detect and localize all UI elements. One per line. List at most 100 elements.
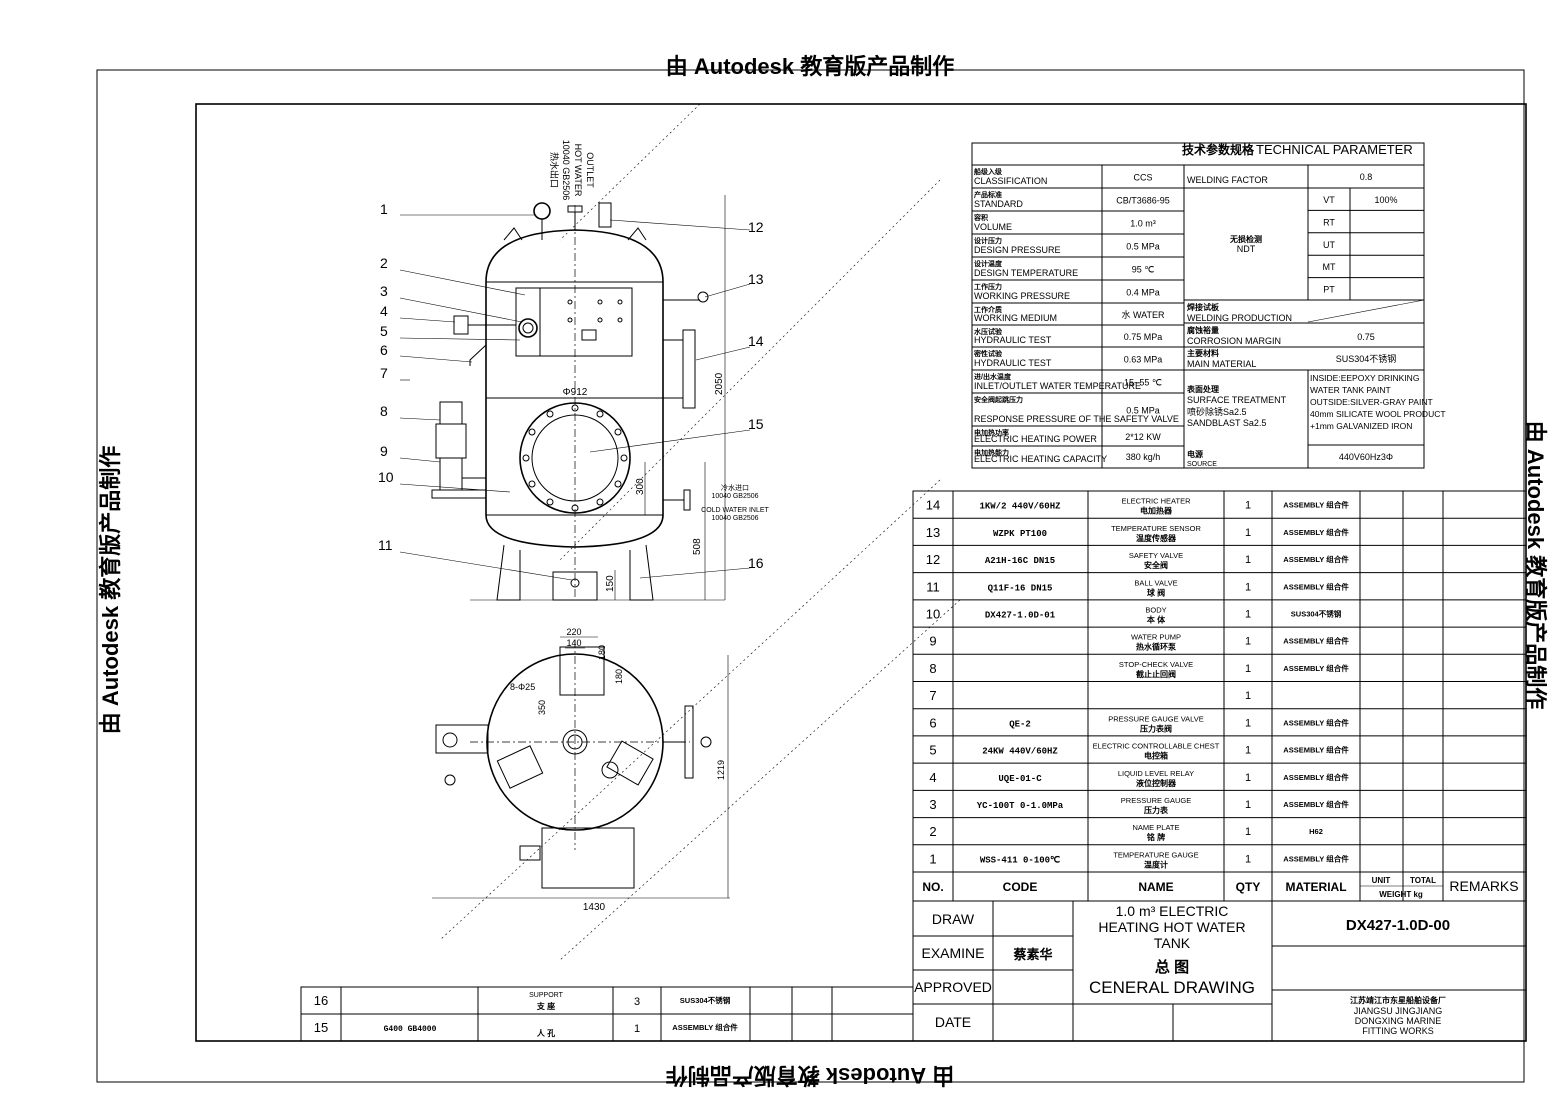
dim-150: 150: [605, 575, 616, 592]
bom-qty: 1: [1245, 799, 1251, 811]
company-en1: JIANGSU JINGJIANG: [1354, 1006, 1443, 1016]
param-label-cn: 水压试验: [974, 327, 1003, 336]
manhole-bolts: [522, 404, 628, 512]
bom-name-cn: 温度传感器: [1136, 533, 1177, 543]
bom-name-en: BALL VALVE: [1134, 578, 1177, 587]
dim-180b: 180: [614, 669, 624, 684]
paint-line: INSIDE:EEPOXY DRINKING: [1310, 373, 1419, 383]
ndt-row: RT: [1323, 217, 1335, 227]
bom-material: ASSEMBLY 组合件: [1283, 527, 1349, 537]
part-label-4: 4: [380, 303, 388, 319]
ndt-code: PT: [1323, 285, 1335, 295]
bom-material: ASSEMBLY 组合件: [1283, 717, 1349, 727]
bom-name-cn: 安全阀: [1144, 560, 1168, 570]
electric-heater-flange: [682, 329, 696, 409]
bom-header-weight: WEIGHT kg: [1379, 890, 1423, 899]
bom-material: H62: [1309, 827, 1323, 836]
bom-qty: 1: [1245, 745, 1251, 757]
param-label-en: CLASSIFICATION: [974, 176, 1047, 186]
company-cn: 江苏靖江市东星船舶设备厂: [1350, 995, 1446, 1005]
part-label-10: 10: [378, 469, 394, 485]
bom-no: 5: [929, 743, 936, 758]
outlet-label: 热水出口 10040 GB2506 HOT WATER OUTLET: [549, 140, 595, 201]
safety-valve-icon: [598, 202, 612, 228]
ndt-code: VT: [1323, 195, 1335, 205]
dim-350: 350: [537, 700, 547, 715]
part-label-6: 6: [380, 342, 388, 358]
bom-code: Q11F-16 DN15: [988, 583, 1053, 593]
param-label-cn: 工作压力: [974, 282, 1002, 291]
param-label-cn: 设计压力: [974, 236, 1002, 245]
part-label-9: 9: [380, 443, 388, 459]
bom-qty: 1: [1245, 663, 1251, 675]
welding-factor-value: 0.8: [1360, 172, 1373, 182]
param-value: 0.5 MPa: [1126, 242, 1160, 252]
drawing-number: DX427-1.0D-00: [1346, 917, 1450, 934]
part-label-13: 13: [748, 271, 764, 287]
pump-motor: [439, 401, 463, 425]
svg-text:SUS304不锈钢: SUS304不锈钢: [1336, 353, 1397, 364]
param-value: 95 ℃: [1132, 265, 1155, 275]
svg-text:冷水进口: 冷水进口: [721, 483, 749, 492]
bom-code: 24KW 440V/60HZ: [982, 747, 1058, 757]
bom-qty: 1: [1245, 853, 1251, 865]
dim-1430: 1430: [583, 902, 606, 913]
dim-holes: 8-Φ25: [510, 682, 535, 692]
param-label-cn: 工作介质: [974, 305, 1002, 314]
dim-220: 220: [566, 627, 581, 637]
bom-header-name: NAME: [1138, 880, 1173, 894]
svg-text:喷砂除锈Sa2.5: 喷砂除锈Sa2.5: [1187, 406, 1247, 417]
param-value: 2*12 KW: [1125, 432, 1161, 442]
bom-no: 4: [929, 770, 936, 785]
ndt-code: RT: [1323, 217, 1335, 227]
bom-header-unit: UNIT: [1372, 876, 1391, 885]
bom-no: 6: [929, 715, 936, 730]
param-value: 15~55 ℃: [1124, 378, 1162, 388]
bom-code: WSS-411 0-100℃: [980, 854, 1060, 865]
bom-name-en: LIQUID LEVEL RELAY: [1118, 769, 1194, 778]
bom-no: 16: [314, 993, 328, 1008]
part-label-2: 2: [380, 255, 388, 271]
company-en2: DONGXING MARINE: [1355, 1016, 1442, 1026]
paint-line: OUTSIDE:SILVER-GRAY PAINT: [1310, 397, 1433, 407]
svg-text:热水出口: 热水出口: [549, 152, 560, 188]
param-label-en: WORKING PRESSURE: [974, 291, 1070, 301]
bom-qty: 1: [1245, 690, 1251, 702]
bom-code: YC-100T 0-1.0MPa: [977, 801, 1064, 811]
bom-header-no: NO.: [922, 880, 943, 894]
company-en3: FITTING WORKS: [1362, 1026, 1434, 1036]
param-label-en: ELECTRIC HEATING POWER: [974, 434, 1097, 444]
part-label-14: 14: [748, 333, 764, 349]
paint-line: WATER TANK PAINT: [1310, 385, 1391, 395]
bom-no: 12: [926, 552, 940, 567]
bom-qty: 1: [1245, 581, 1251, 593]
bom-qty: 3: [634, 996, 640, 1008]
part-label-8: 8: [380, 403, 388, 419]
part-label-1: 1: [380, 201, 388, 217]
bom-header-material: MATERIAL: [1285, 880, 1346, 894]
bom-name-cn: 液位控制器: [1136, 778, 1177, 788]
bom-material: ASSEMBLY 组合件: [1283, 745, 1349, 755]
ndt-code: UT: [1323, 240, 1335, 250]
dim-508: 508: [692, 538, 703, 555]
svg-text:CORROSION MARGIN: CORROSION MARGIN: [1187, 336, 1281, 346]
param-label-en: VOLUME: [974, 222, 1012, 232]
bom-material: SUS304不锈钢: [1291, 608, 1342, 618]
manhole: [519, 402, 631, 514]
label-approved: APPROVED: [914, 979, 992, 995]
svg-text:10040 GB2506: 10040 GB2506: [711, 493, 758, 500]
bom-name-en: ELECTRIC CONTROLLABLE CHEST: [1093, 742, 1220, 751]
bom-name-en: SUPPORT: [529, 992, 563, 999]
